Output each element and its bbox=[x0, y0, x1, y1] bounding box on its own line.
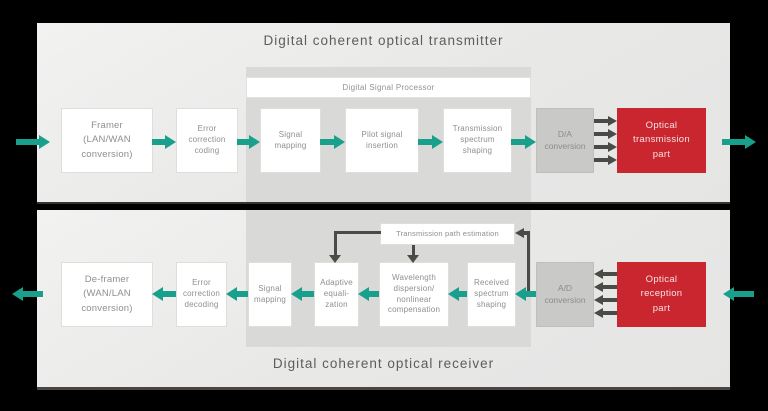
rx-flow-arrow-5 bbox=[448, 287, 467, 301]
feedback-line-vertical bbox=[527, 231, 530, 295]
transmission-path-estimation-box: Transmission path estimation bbox=[380, 223, 515, 245]
adaptive-equalization-box: Adaptive equali- zation bbox=[314, 262, 359, 327]
transmission-spectrum-shaping-box: Transmission spectrum shaping bbox=[443, 108, 512, 173]
rx-flow-arrow-6 bbox=[515, 287, 536, 301]
pilot-signal-insertion-box: Pilot signal insertion bbox=[345, 108, 419, 173]
rx-output-arrow bbox=[12, 287, 43, 301]
rx-flow-arrow-1 bbox=[152, 287, 176, 301]
rx-adc-arrow-3 bbox=[594, 294, 617, 305]
optical-transmission-part-box: Optical transmission part bbox=[617, 108, 706, 173]
tx-flow-arrow-5 bbox=[511, 135, 536, 149]
rx-input-arrow bbox=[723, 287, 754, 301]
rx-flow-arrow-4 bbox=[358, 287, 379, 301]
rx-adc-arrow-2 bbox=[594, 281, 617, 292]
receiver-panel: Digital coherent optical receiver Transm… bbox=[37, 210, 730, 390]
dsp-label-transmitter: Digital Signal Processor bbox=[246, 77, 531, 98]
ad-conversion-box: A/D conversion bbox=[536, 262, 594, 327]
receiver-title: Digital coherent optical receiver bbox=[272, 356, 495, 371]
tx-output-arrow bbox=[722, 135, 756, 149]
framer-box: Framer (LAN/WAN conversion) bbox=[61, 108, 153, 173]
wavelength-dispersion-compensation-box: Wavelength dispersion/ nonlinear compens… bbox=[379, 262, 449, 327]
tx-flow-arrow-1 bbox=[152, 135, 176, 149]
rx-adc-arrow-4 bbox=[594, 307, 617, 318]
feedback-arrow-into-estimation bbox=[515, 227, 530, 238]
deframer-box: De-framer (WAN/LAN conversion) bbox=[61, 262, 153, 327]
da-conversion-box: D/A conversion bbox=[536, 108, 594, 173]
tx-dac-arrow-4 bbox=[594, 154, 617, 165]
transmitter-panel: Digital coherent optical transmitter Dig… bbox=[37, 23, 730, 204]
signal-mapping-box-tx: Signal mapping bbox=[260, 108, 321, 173]
tx-flow-arrow-2 bbox=[237, 135, 260, 149]
feedback-arrowhead-wavelength bbox=[407, 255, 419, 263]
received-spectrum-shaping-box: Received spectrum shaping bbox=[467, 262, 516, 327]
tx-flow-arrow-4 bbox=[418, 135, 443, 149]
feedback-line-to-wavelength bbox=[412, 245, 415, 256]
optical-reception-part-box: Optical reception part bbox=[617, 262, 706, 327]
rx-flow-arrow-2 bbox=[226, 287, 248, 301]
rx-flow-arrow-3 bbox=[291, 287, 314, 301]
error-correction-coding-box: Error correction coding bbox=[176, 108, 238, 173]
feedback-arrowhead-adaptive bbox=[329, 255, 341, 263]
tx-flow-arrow-3 bbox=[320, 135, 345, 149]
error-correction-decoding-box: Error correction decoding bbox=[176, 262, 227, 327]
rx-adc-arrow-1 bbox=[594, 268, 617, 279]
tx-dac-arrow-3 bbox=[594, 141, 617, 152]
feedback-line-to-adaptive-vertical bbox=[334, 231, 337, 256]
tx-dac-arrow-2 bbox=[594, 128, 617, 139]
tx-dac-arrow-1 bbox=[594, 115, 617, 126]
tx-input-arrow bbox=[16, 135, 50, 149]
signal-mapping-box-rx: Signal mapping bbox=[248, 262, 292, 327]
feedback-line-to-adaptive-horizontal bbox=[335, 231, 381, 234]
transmitter-title: Digital coherent optical transmitter bbox=[263, 33, 504, 48]
